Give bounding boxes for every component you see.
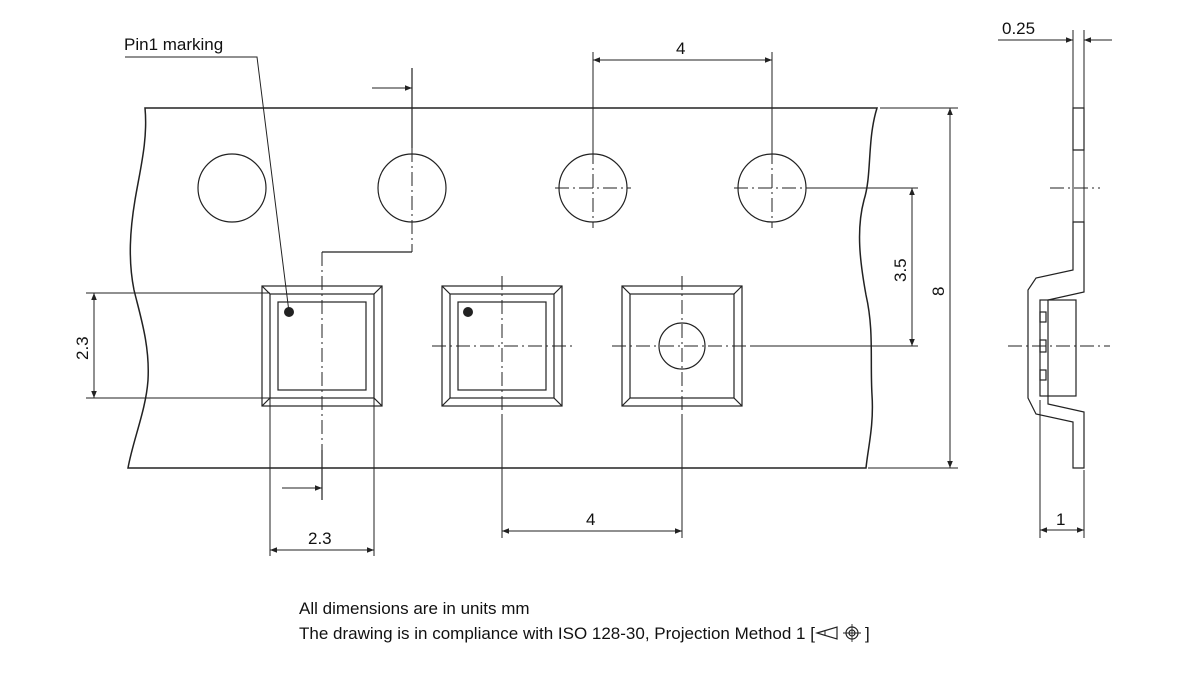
first-angle-projection-icon	[814, 624, 861, 642]
tape-width-label: 8	[929, 287, 948, 296]
pin1-dot	[463, 307, 473, 317]
pitch-bottom-label: 4	[586, 510, 595, 529]
units-note: All dimensions are in units mm	[299, 599, 530, 618]
sprocket-hole	[377, 153, 447, 223]
pocket-height-label: 2.3	[73, 336, 92, 360]
tape-thickness-label: 0.25	[1002, 19, 1035, 38]
pitch-top-label: 4	[676, 39, 685, 58]
pin1-marking-label: Pin1 marking	[124, 35, 223, 54]
tape-section-view	[1008, 107, 1110, 469]
row-offset-label: 3.5	[891, 258, 910, 282]
pocket-depth-label: 1	[1056, 510, 1065, 529]
compliance-end-bracket: ]	[864, 624, 870, 643]
compliance-text: The drawing is in compliance with ISO 12…	[299, 624, 815, 643]
pin1-leader	[125, 56, 290, 313]
compliance-note: The drawing is in compliance with ISO 12…	[299, 623, 870, 645]
sprocket-hole	[197, 153, 267, 223]
pocket-hole	[658, 322, 706, 370]
pocket-width-label: 2.3	[308, 529, 332, 548]
carrier-tape-outline	[127, 107, 879, 469]
